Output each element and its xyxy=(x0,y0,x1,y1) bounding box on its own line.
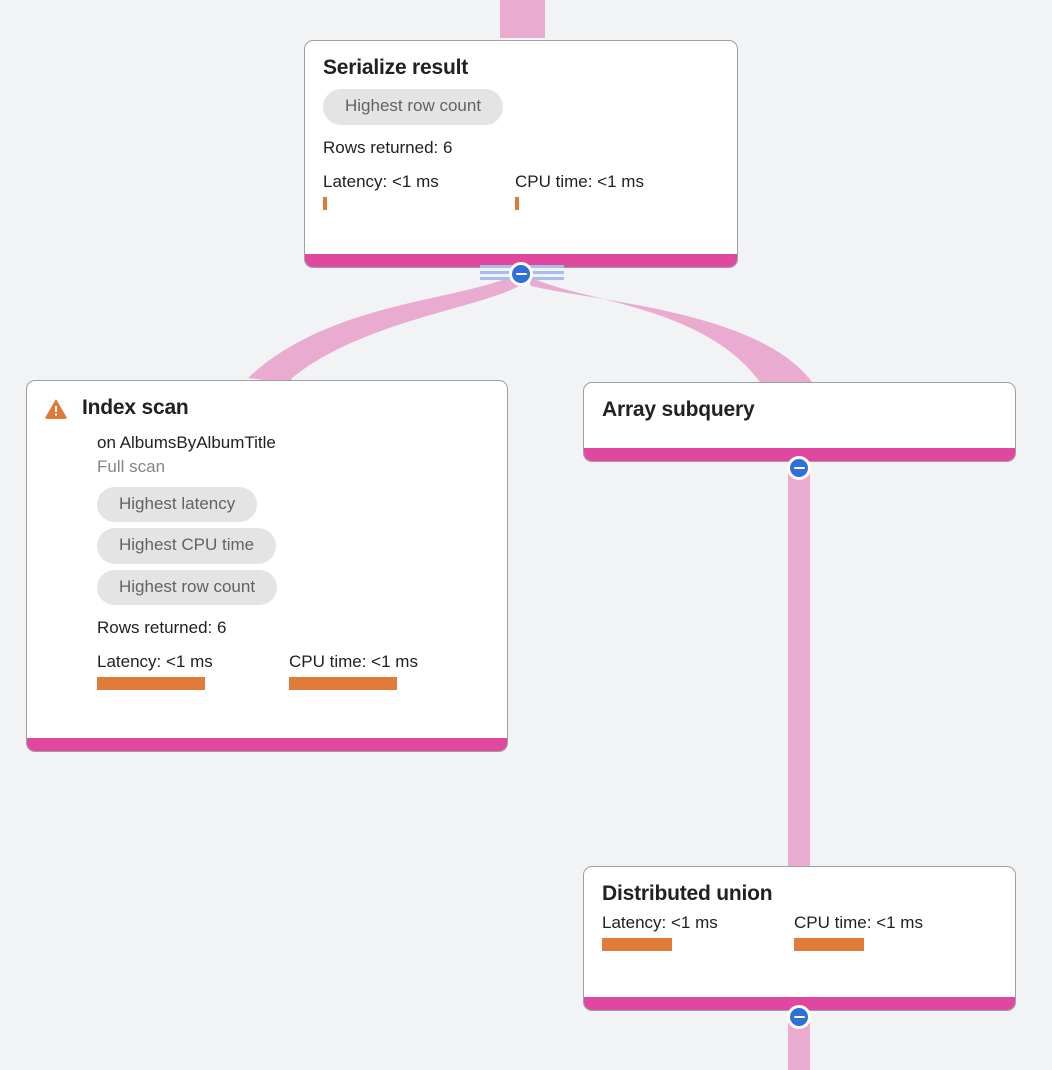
node-title: Array subquery xyxy=(602,398,755,421)
minus-icon xyxy=(793,1015,805,1019)
node-serialize-result[interactable]: Serialize result Highest row count Rows … xyxy=(304,40,738,268)
metric-latency-bar xyxy=(602,938,672,952)
node-footer-bar xyxy=(27,738,507,751)
minus-icon xyxy=(515,272,527,276)
rows-returned: Rows returned: 6 xyxy=(323,137,453,157)
node-chips: Highest row count xyxy=(323,89,719,130)
metric-latency: Latency: <1 ms xyxy=(323,172,515,210)
metric-cpu-time-label: CPU time: <1 ms xyxy=(515,171,644,191)
node-distributed-union[interactable]: Distributed union Latency: <1 ms CPU tim… xyxy=(583,866,1016,1011)
metric-cpu-time-label: CPU time: <1 ms xyxy=(794,913,923,933)
node-metrics: Latency: <1 ms CPU time: <1 ms xyxy=(323,172,719,210)
edge-incoming-top xyxy=(500,0,545,38)
metric-cpu-time-bar xyxy=(794,938,864,952)
rows-returned: Rows returned: 6 xyxy=(97,618,227,638)
node-title-row: Index scan xyxy=(45,395,489,424)
collapse-button-serialize-result[interactable] xyxy=(509,262,533,286)
node-footer-bar xyxy=(584,448,1015,461)
metric-cpu-time-bar xyxy=(289,677,397,691)
node-title-row: Array subquery xyxy=(602,397,997,423)
collapse-button-distributed-union[interactable] xyxy=(787,1005,811,1029)
metric-latency: Latency: <1 ms xyxy=(97,652,289,691)
node-chips: Highest latency Highest CPU time Highest… xyxy=(97,486,489,611)
node-body: Serialize result Highest row count Rows … xyxy=(305,41,737,220)
collapse-button-array-subquery[interactable] xyxy=(787,456,811,480)
node-metrics: Latency: <1 ms CPU time: <1 ms xyxy=(97,652,489,691)
edge-serialize-to-index-scan xyxy=(248,274,519,383)
node-title: Distributed union xyxy=(602,882,773,905)
metric-latency-label: Latency: <1 ms xyxy=(323,171,439,191)
node-body: Distributed union Latency: <1 ms CPU tim… xyxy=(584,867,1015,961)
metric-latency-label: Latency: <1 ms xyxy=(97,652,213,672)
metric-cpu-time-label: CPU time: <1 ms xyxy=(289,652,418,672)
metric-cpu-time: CPU time: <1 ms xyxy=(289,652,418,691)
edge-serialize-to-array-subquery xyxy=(527,274,812,382)
node-title: Index scan xyxy=(82,396,189,419)
chip-highest-latency: Highest latency xyxy=(97,486,258,523)
node-title-row: Serialize result xyxy=(323,55,719,81)
node-array-subquery[interactable]: Array subquery xyxy=(583,382,1016,462)
warning-icon xyxy=(45,399,67,424)
chip-highest-row-count: Highest row count xyxy=(97,569,278,606)
metric-cpu-time-bar xyxy=(515,196,519,210)
chip-highest-row-count: Highest row count xyxy=(323,89,504,125)
metric-latency-bar xyxy=(97,677,205,691)
minus-icon xyxy=(793,466,805,470)
edge-array-subquery-to-distributed-union xyxy=(788,466,810,868)
metric-cpu-time: CPU time: <1 ms xyxy=(515,172,644,210)
metric-latency-bar xyxy=(323,196,327,210)
metric-cpu-time: CPU time: <1 ms xyxy=(794,913,923,952)
metric-latency: Latency: <1 ms xyxy=(602,913,794,952)
chip-highest-cpu-time: Highest CPU time xyxy=(97,528,277,564)
node-title: Serialize result xyxy=(323,56,469,79)
node-body: Index scan on AlbumsByAlbumTitle Full sc… xyxy=(27,381,507,700)
node-title-row: Distributed union xyxy=(602,881,997,907)
node-footer-bar xyxy=(584,997,1015,1010)
metric-latency-label: Latency: <1 ms xyxy=(602,913,718,933)
node-details: on AlbumsByAlbumTitle Full scan Highest … xyxy=(45,432,489,691)
node-index-scan[interactable]: Index scan on AlbumsByAlbumTitle Full sc… xyxy=(26,380,508,752)
node-subtitle: on AlbumsByAlbumTitle xyxy=(97,433,276,452)
node-metrics: Latency: <1 ms CPU time: <1 ms xyxy=(602,913,997,952)
node-scan-type: Full scan xyxy=(97,456,166,476)
node-footer-bar xyxy=(305,254,737,267)
node-body: Array subquery xyxy=(584,383,1015,433)
